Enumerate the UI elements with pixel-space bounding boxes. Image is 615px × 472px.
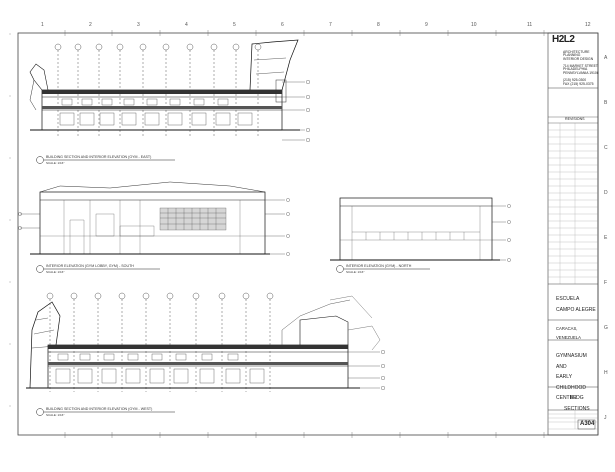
border-number: 9 [425,22,428,28]
sheet-title: BLDG SECTIONS [564,395,590,412]
border-number: 1 [41,22,44,28]
drawing-number-bubble [36,156,44,164]
drawing-number-bubble [336,265,344,273]
border-number: 10 [471,22,477,28]
border-number: 7 [329,22,332,28]
drawing-scale: SCALE: 1/16" [46,270,65,274]
border-number: 8 [377,22,380,28]
drawing-title: INTERIOR ELEVATION (GYM) - NORTH [346,264,412,268]
drawing-number-bubble [36,408,44,416]
level-markers-3 [492,204,511,262]
border-number: 11 [527,22,533,28]
section-gym-west [26,292,385,416]
border-letter: B [604,100,608,106]
drawing-title: BUILDING SECTION AND INTERIOR ELEVATION … [46,155,152,159]
border-letter: C [604,145,608,151]
grid-bubbles-bottom [46,292,274,392]
title-block [547,32,599,436]
border-number: 2 [89,22,92,28]
revisions-label: REVISIONS [565,117,585,121]
level-markers-1 [282,80,310,142]
drawing-title: INTERIOR ELEVATION (GYM LOBBY, GYM) - SO… [46,264,134,268]
level-markers-2 [18,198,290,256]
border-letter: F [604,280,608,286]
building-name: GYMNASIUM AND EARLY CHILDHOOD CENTER [556,353,587,402]
border-number: 4 [185,22,188,28]
elevation-gym-north [330,197,511,273]
border-letter: H [604,370,608,376]
project-name: ESCUELA CAMPO ALEGRE [556,296,596,313]
section-gym-east [29,39,310,164]
drawing-title: BUILDING SECTION AND INTERIOR ELEVATION … [46,407,153,411]
sheet-number: A304 [580,421,595,427]
drawing-scale: SCALE: 1/16" [46,161,65,165]
level-markers-4 [348,350,385,390]
border-letter: A [604,55,608,61]
border-ticks [64,30,545,438]
firm-logo [553,37,577,47]
border-number: 12 [585,22,591,28]
project-location: CARACAS, VENEZUELA [556,326,581,341]
border-number: 6 [281,22,284,28]
elevation-gym-south [18,181,290,273]
border-letter: J [604,415,607,421]
border-letter: G [604,325,608,331]
border-number: 5 [233,22,236,28]
border-letter: E [604,235,608,241]
border-number: 3 [137,22,140,28]
firm-logo-text: H2L2 [552,34,575,45]
border-letter: D [604,190,608,196]
drawing-number-bubble [36,265,44,273]
drawing-scale: SCALE: 1/16" [46,413,65,417]
drawing-scale: SCALE: 1/16" [346,270,365,274]
